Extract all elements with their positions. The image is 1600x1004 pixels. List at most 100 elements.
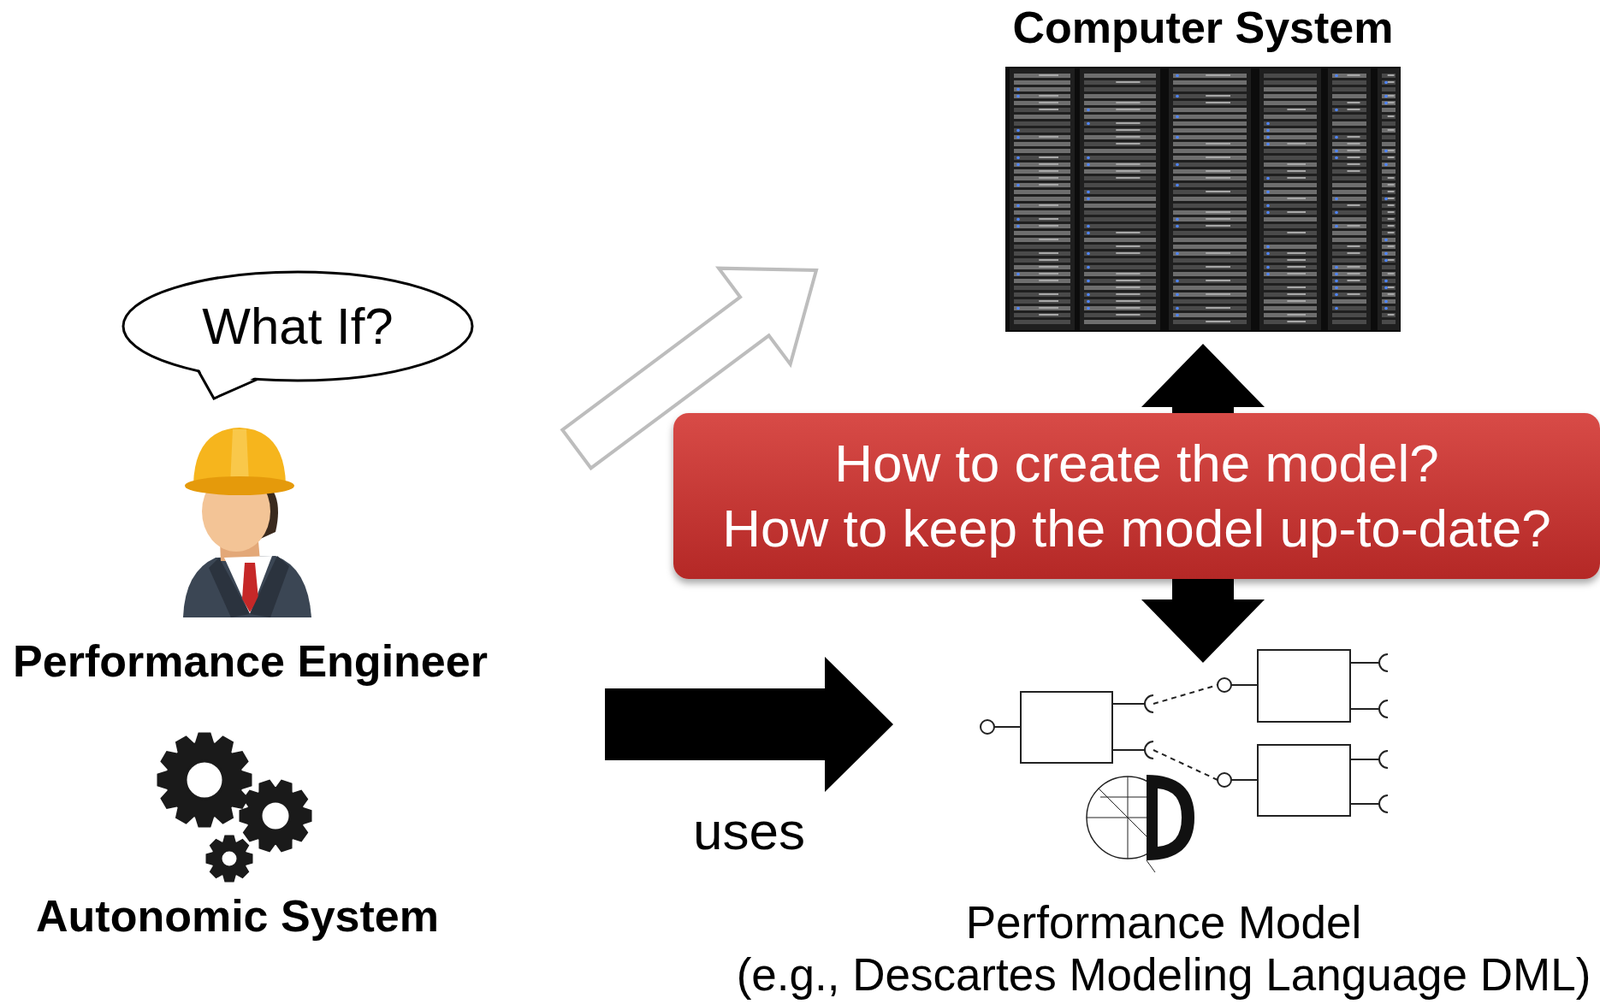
- rack-unit: [1381, 251, 1396, 256]
- rack-led: [1384, 81, 1388, 85]
- rack-unit: [1263, 292, 1317, 297]
- rack-unit: [1084, 272, 1156, 277]
- rack-unit: [1013, 121, 1071, 126]
- rack-unit: [1381, 231, 1396, 236]
- rack-unit: [1084, 169, 1156, 174]
- rack-highlight: [1347, 74, 1361, 77]
- rack-unit: [1332, 272, 1367, 277]
- rack-highlight: [1286, 320, 1306, 323]
- rack-highlight: [1205, 307, 1231, 309]
- node-label: Performance Engineer: [12, 635, 488, 688]
- rack-led: [1266, 177, 1270, 181]
- rack-unit: [1013, 272, 1071, 277]
- rack-unit: [1332, 176, 1367, 181]
- rack-unit: [1381, 80, 1396, 85]
- rack-led: [1086, 122, 1091, 126]
- rack-highlight: [1038, 170, 1059, 172]
- rack-unit: [1084, 217, 1156, 222]
- rack-unit: [1173, 196, 1247, 202]
- rack-highlight: [1387, 286, 1395, 289]
- rack-unit: [1332, 237, 1367, 243]
- rack-unit: [1263, 189, 1317, 195]
- rack-highlight: [1347, 142, 1361, 145]
- rack-unit: [1263, 183, 1317, 188]
- rack-unit: [1173, 292, 1247, 297]
- rack-unit: [1381, 299, 1396, 304]
- rack-highlight: [1205, 279, 1231, 282]
- rack-unit: [1332, 183, 1367, 188]
- rack-led: [1175, 136, 1180, 140]
- rack-unit: [1332, 251, 1367, 256]
- rack-highlight: [1115, 170, 1140, 172]
- rack-unit: [1173, 244, 1247, 249]
- rack-unit: [1332, 121, 1367, 126]
- node-label: Performance Model: [965, 896, 1362, 949]
- rack-unit: [1013, 265, 1071, 270]
- rack-highlight: [1038, 259, 1059, 261]
- rack-highlight: [1115, 307, 1140, 309]
- rack-unit: [1173, 203, 1247, 208]
- rack-led: [1086, 231, 1091, 236]
- rack-highlight: [1387, 177, 1395, 179]
- rack-unit: [1381, 292, 1396, 297]
- rack-led: [1086, 190, 1091, 195]
- rack-unit: [1381, 265, 1396, 270]
- rack-unit: [1381, 189, 1396, 195]
- rack-unit: [1332, 155, 1367, 160]
- rack-unit: [1013, 231, 1071, 236]
- rack-unit: [1332, 73, 1367, 78]
- rack-led: [1175, 74, 1180, 78]
- rack-highlight: [1038, 266, 1059, 268]
- rack-unit: [1263, 265, 1317, 270]
- rack-unit: [1263, 80, 1317, 85]
- rack-unit: [1013, 285, 1071, 291]
- rack-highlight: [1115, 272, 1140, 275]
- rack-unit: [1013, 176, 1071, 181]
- rack-highlight: [1115, 122, 1140, 125]
- rack-highlight: [1038, 177, 1059, 179]
- rack-unit: [1084, 231, 1156, 236]
- rack-unit: [1173, 237, 1247, 243]
- rack-unit: [1381, 94, 1396, 99]
- rack-unit: [1013, 169, 1071, 174]
- rack-unit: [1263, 196, 1317, 202]
- rack-highlight: [1286, 177, 1306, 179]
- rack-unit: [1173, 265, 1247, 270]
- rack-led: [1086, 252, 1091, 256]
- rack-unit: [1381, 313, 1396, 318]
- rack-led: [1175, 225, 1180, 229]
- rack-unit: [1332, 203, 1367, 208]
- edge-label: uses: [689, 805, 809, 859]
- rack-unit: [1263, 285, 1317, 291]
- rack-unit: [1084, 73, 1156, 78]
- rack-led: [1266, 129, 1270, 133]
- rack-unit: [1263, 94, 1317, 99]
- rack-highlight: [1387, 94, 1395, 97]
- rack-unit: [1084, 128, 1156, 133]
- rack-unit: [1013, 128, 1071, 133]
- rack-unit: [1084, 80, 1156, 85]
- gear: [239, 780, 313, 854]
- rack-highlight: [1387, 314, 1395, 316]
- rack-unit: [1013, 87, 1071, 92]
- rack-unit: [1263, 258, 1317, 263]
- rack-unit: [1084, 203, 1156, 208]
- rack-led: [1016, 129, 1020, 133]
- rack-led: [1016, 88, 1020, 92]
- rack-unit: [1084, 183, 1156, 188]
- rack-highlight: [1387, 245, 1395, 248]
- rack-highlight: [1115, 286, 1140, 289]
- rack-unit: [1084, 278, 1156, 284]
- rack-unit: [1173, 114, 1247, 119]
- rack-unit: [1332, 169, 1367, 174]
- gear-hole: [185, 761, 224, 800]
- rack-highlight: [1387, 231, 1395, 234]
- rack-unit: [1173, 148, 1247, 154]
- rack-led: [1384, 149, 1388, 154]
- rack-unit: [1263, 313, 1317, 318]
- rack-highlight: [1038, 218, 1059, 220]
- rack-highlight: [1286, 286, 1306, 289]
- rack-unit: [1263, 237, 1317, 243]
- rack-unit: [1332, 128, 1367, 133]
- rack-highlight: [1387, 204, 1395, 207]
